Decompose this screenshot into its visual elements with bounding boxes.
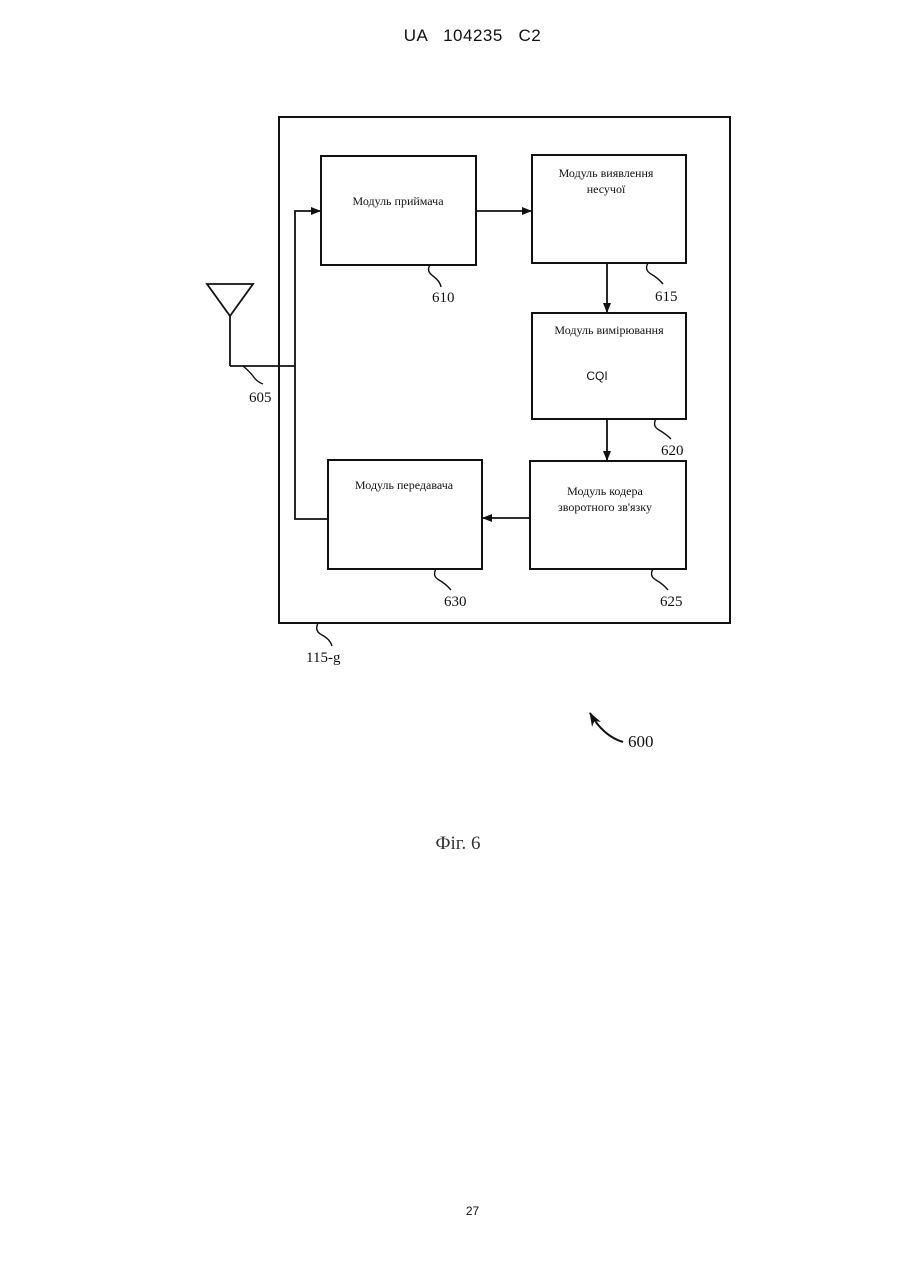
receiver-module-label: Модуль приймача (352, 194, 444, 208)
leader-115g (317, 623, 332, 646)
ref-615: 615 (655, 289, 678, 305)
leader-615 (647, 263, 663, 284)
feedback-encoder-label-line1: Модуль кодера (567, 484, 643, 498)
ref-625: 625 (660, 594, 683, 610)
feedback-encoder-module-box (530, 461, 686, 569)
ref-610: 610 (432, 290, 455, 306)
ref-630: 630 (444, 594, 467, 610)
transmitter-module-box (328, 460, 482, 569)
page-number: 27 (0, 1204, 901, 1218)
device-outline (279, 117, 730, 623)
receiver-module-box (321, 156, 476, 265)
figure-600-arrow (590, 713, 623, 742)
antenna-to-receiver-arrow (295, 211, 320, 366)
transmitter-to-antenna-line (295, 366, 328, 519)
feedback-encoder-label-line2: зворотного зв'язку (558, 500, 652, 514)
transmitter-module-label: Модуль передавача (355, 478, 454, 492)
leader-620 (655, 419, 671, 439)
leader-630 (435, 569, 451, 590)
cqi-module-label-line2: CQI (586, 369, 607, 383)
ref-600: 600 (628, 732, 654, 751)
ref-605: 605 (249, 390, 272, 406)
carrier-detection-label-line2: несучої (587, 182, 626, 196)
figure-caption: Фіг. 6 (436, 833, 481, 854)
cqi-module-label-line1: Модуль вимірювання (554, 323, 664, 337)
carrier-detection-label-line1: Модуль виявлення (559, 166, 654, 180)
leader-610 (429, 265, 441, 287)
leader-625 (652, 569, 668, 590)
antenna-icon (207, 284, 295, 366)
ref-115g: 115-g (306, 650, 341, 666)
leader-605 (243, 366, 263, 384)
ref-620: 620 (661, 443, 684, 459)
